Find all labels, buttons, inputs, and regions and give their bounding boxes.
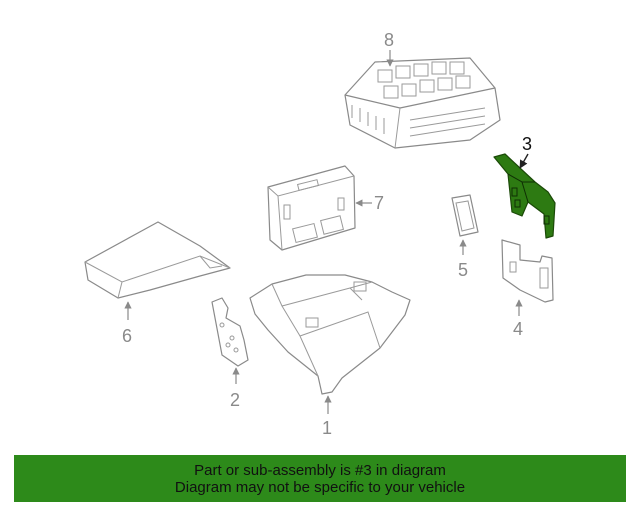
part-5-gasket[interactable] [451, 194, 479, 237]
callout-3: 3 [522, 134, 532, 154]
callout-4: 4 [513, 319, 523, 339]
callout-1: 1 [322, 418, 332, 438]
part-4-bracket[interactable] [501, 239, 554, 303]
callout-6: 6 [122, 326, 132, 346]
banner-line-2: Diagram may not be specific to your vehi… [174, 478, 466, 496]
callout-7: 7 [374, 193, 384, 213]
part-7-module[interactable] [267, 165, 356, 251]
part-6-cover[interactable] [84, 221, 231, 299]
banner-line-1: Part or sub-assembly is #3 in diagram [194, 461, 446, 479]
leader-lines [124, 50, 529, 414]
part-1-tray[interactable] [249, 274, 411, 395]
callout-2: 2 [230, 390, 240, 410]
callout-8: 8 [384, 30, 394, 50]
info-banner: Part or sub-assembly is #3 in diagram Di… [14, 455, 626, 502]
callout-5: 5 [458, 260, 468, 280]
part-3-bracket-highlighted[interactable] [493, 153, 556, 239]
part-8-fuse-block[interactable] [344, 57, 501, 149]
part-2-bracket[interactable] [211, 297, 249, 367]
